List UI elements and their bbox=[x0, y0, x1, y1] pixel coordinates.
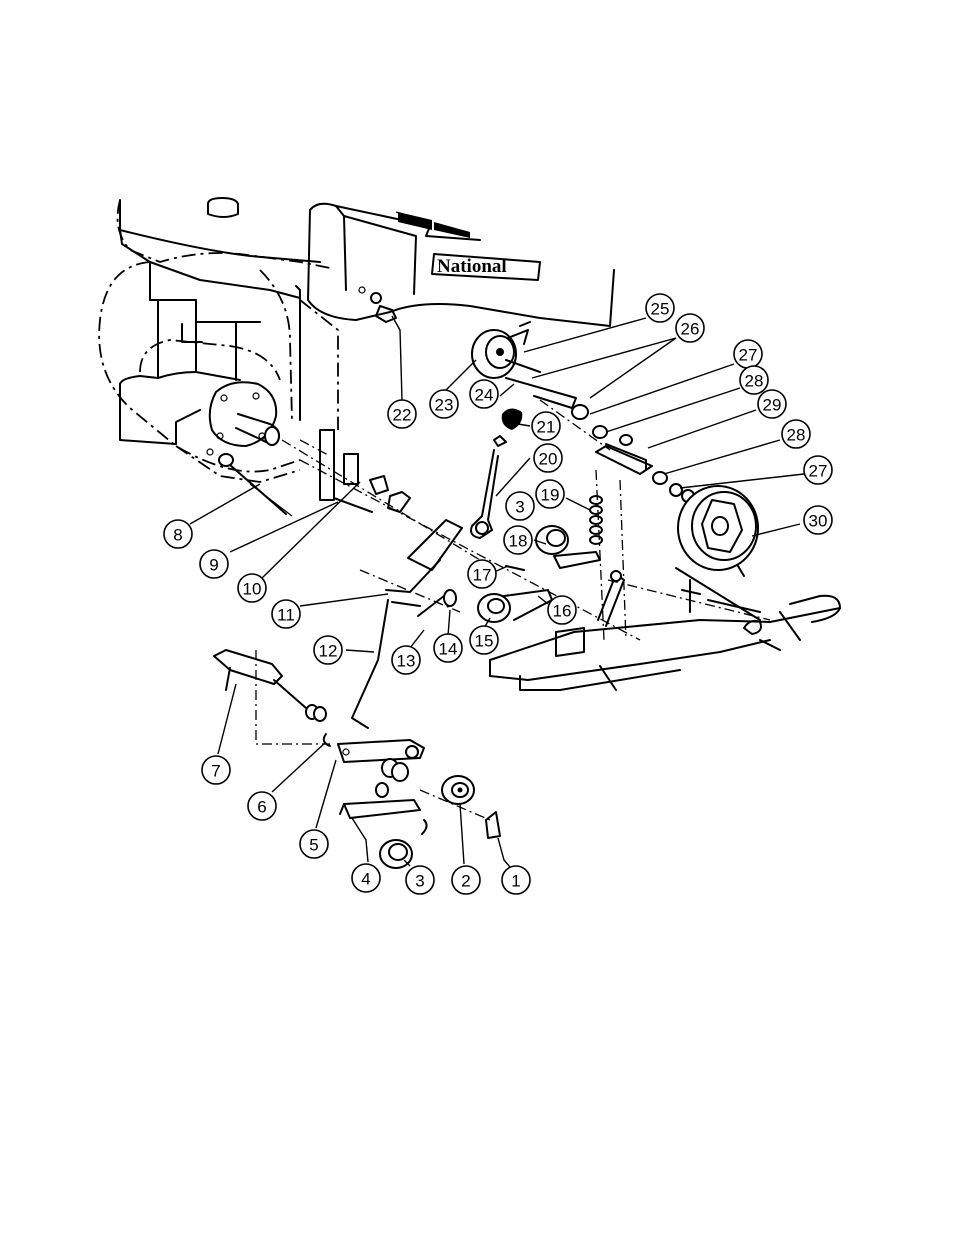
callout-28-lower: 28 bbox=[781, 419, 811, 449]
callout-label: 18 bbox=[509, 532, 528, 551]
callout-9: 9 bbox=[199, 549, 229, 579]
frame-illustration bbox=[489, 567, 841, 691]
callout-20: 20 bbox=[533, 443, 563, 473]
callout-label: 10 bbox=[243, 580, 262, 599]
callout-label: 26 bbox=[681, 320, 700, 339]
callout-label: 19 bbox=[541, 486, 560, 505]
callout-6: 6 bbox=[247, 791, 277, 821]
engine-illustration bbox=[98, 197, 481, 561]
callout-3-mid: 3 bbox=[505, 491, 535, 521]
callout-label: 22 bbox=[393, 406, 412, 425]
callout-label: 5 bbox=[309, 836, 318, 855]
callout-13: 13 bbox=[391, 645, 421, 675]
callout-5: 5 bbox=[299, 829, 329, 859]
callout-label: 2 bbox=[461, 872, 470, 891]
callout-label: 12 bbox=[319, 642, 338, 661]
callout-10: 10 bbox=[237, 573, 267, 603]
callout-label: 3 bbox=[415, 872, 424, 891]
callout-label: 9 bbox=[209, 556, 218, 575]
callout-label: 1 bbox=[511, 872, 520, 891]
callout-label: 3 bbox=[515, 498, 524, 517]
callout-4: 4 bbox=[351, 863, 381, 893]
leader-lines bbox=[189, 315, 805, 875]
callout-label: 27 bbox=[809, 462, 828, 481]
callout-22: 22 bbox=[387, 399, 417, 429]
callout-label: 11 bbox=[277, 606, 295, 625]
callout-27-upper: 27 bbox=[733, 339, 763, 369]
callout-label: 29 bbox=[763, 396, 782, 415]
callout-label: 27 bbox=[739, 346, 758, 365]
callout-label: 14 bbox=[439, 640, 458, 659]
callout-label: 7 bbox=[211, 762, 220, 781]
callout-label: 15 bbox=[475, 632, 494, 651]
callout-30: 30 bbox=[803, 505, 833, 535]
callout-25: 25 bbox=[645, 293, 675, 323]
callout-16: 16 bbox=[547, 595, 577, 625]
callout-23: 23 bbox=[429, 389, 459, 419]
callout-label: 28 bbox=[745, 372, 764, 391]
callout-label: 4 bbox=[361, 870, 370, 889]
callout-19: 19 bbox=[535, 479, 565, 509]
callout-29: 29 bbox=[757, 389, 787, 419]
callout-11: 11 bbox=[271, 599, 301, 629]
callout-label: 13 bbox=[397, 652, 416, 671]
belt-guard: National bbox=[307, 202, 615, 327]
mid-assembly bbox=[206, 321, 759, 821]
callout-12: 12 bbox=[313, 635, 343, 665]
callout-label: 21 bbox=[537, 418, 556, 437]
callout-15: 15 bbox=[469, 625, 499, 655]
callout-1: 1 bbox=[501, 865, 531, 895]
brand-label: National bbox=[437, 256, 507, 277]
callout-7: 7 bbox=[201, 755, 231, 785]
callout-8: 8 bbox=[163, 519, 193, 549]
callout-label: 24 bbox=[475, 386, 494, 405]
callout-2: 2 bbox=[451, 865, 481, 895]
callout-label: 17 bbox=[473, 566, 492, 585]
callout-14: 14 bbox=[433, 633, 463, 663]
callout-3-low: 3 bbox=[405, 865, 435, 895]
callout-18: 18 bbox=[503, 525, 533, 555]
callout-label: 23 bbox=[435, 396, 454, 415]
callout-28-upper: 28 bbox=[739, 365, 769, 395]
callout-21: 21 bbox=[531, 411, 561, 441]
callout-label: 25 bbox=[651, 300, 670, 319]
callout-24: 24 bbox=[469, 379, 499, 409]
callout-label: 20 bbox=[539, 450, 558, 469]
lower-assembly bbox=[213, 649, 501, 869]
callout-17: 17 bbox=[467, 559, 497, 589]
callout-27-lower: 27 bbox=[803, 455, 833, 485]
callout-26: 26 bbox=[675, 313, 705, 343]
callout-label: 6 bbox=[257, 798, 266, 817]
callout-label: 30 bbox=[809, 512, 828, 531]
callout-label: 16 bbox=[553, 602, 572, 621]
callout-label: 8 bbox=[173, 526, 182, 545]
callout-label: 28 bbox=[787, 426, 806, 445]
